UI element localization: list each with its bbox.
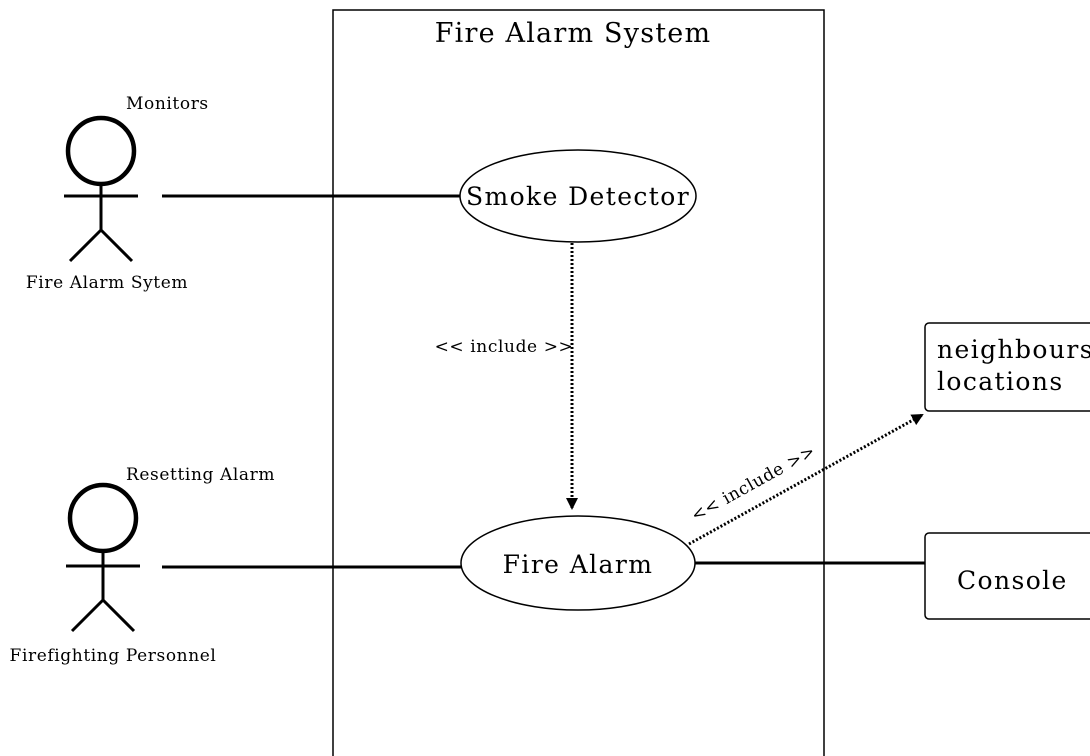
external-neighbours-locations: [924, 322, 1090, 412]
use-case-smoke-detector: [459, 149, 697, 243]
actor-name-fire-alarm-sytem: Fire Alarm Sytem: [26, 273, 188, 293]
actor-left-leg: [68, 228, 103, 263]
include-arrow-fire-to-neighbours: [688, 413, 924, 546]
actor-head: [67, 482, 139, 554]
actor-role-label-monitors: Monitors: [126, 94, 209, 114]
external-label-locations: locations: [937, 367, 1064, 396]
system-title: Fire Alarm System: [435, 18, 712, 49]
actor-role-label-resetting-alarm: Resetting Alarm: [126, 465, 275, 485]
external-label-neighbours: neighbours: [937, 335, 1090, 364]
include-label-vertical: << include >>: [435, 337, 574, 357]
use-case-label-smoke-detector: Smoke Detector: [466, 182, 690, 211]
actor-head: [65, 115, 137, 187]
actor-name-firefighting-personnel: Firefighting Personnel: [10, 646, 217, 666]
external-label-console: Console: [957, 566, 1068, 595]
system-boundary: [332, 9, 825, 756]
actor-right-leg: [99, 228, 134, 263]
actor-left-leg: [70, 598, 105, 633]
actor-firefighting-personnel: [66, 482, 140, 633]
actor-right-leg: [101, 598, 136, 633]
actor-fire-alarm-sytem: [64, 115, 138, 263]
external-console: [924, 532, 1090, 620]
use-case-label-fire-alarm: Fire Alarm: [503, 550, 654, 579]
